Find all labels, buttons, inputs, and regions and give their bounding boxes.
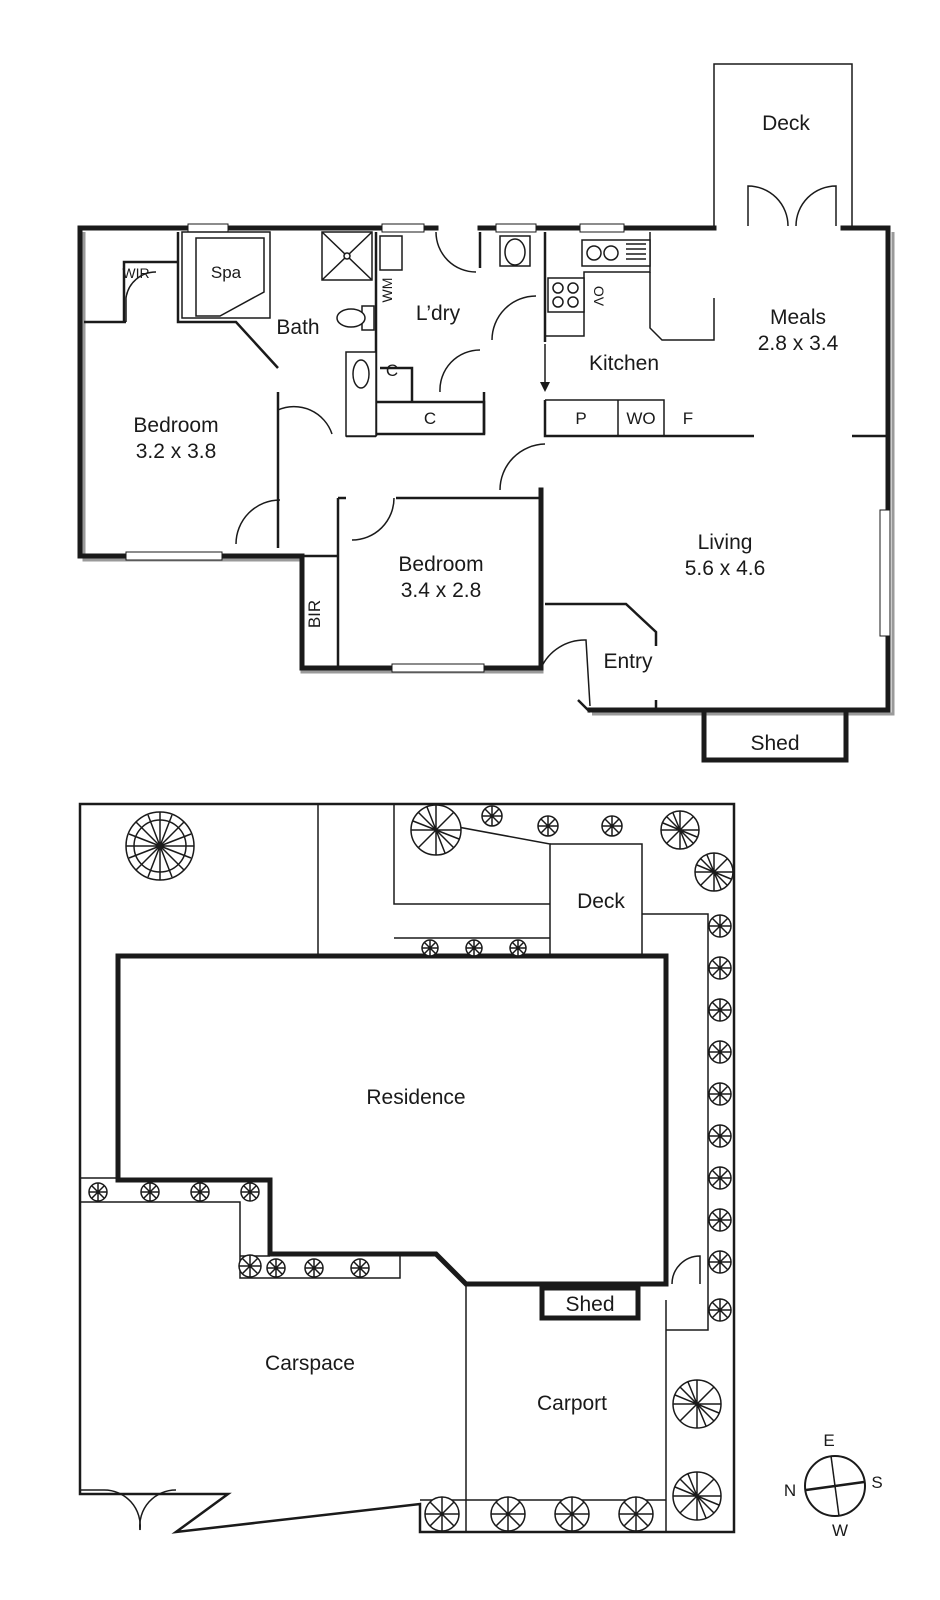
site-plan: Deck Residence Shed Carspace Carport — [78, 802, 736, 1534]
small-shrubs — [88, 805, 732, 1322]
laundry-label: L’dry — [416, 302, 461, 325]
entry-label: Entry — [603, 650, 653, 673]
bedroom1-label: Bedroom — [133, 414, 218, 437]
shrub — [708, 956, 732, 980]
compass-n: N — [784, 1481, 796, 1500]
bedroom2-size: 3.4 x 2.8 — [401, 579, 482, 602]
shed-box — [701, 711, 849, 763]
compass-w: W — [832, 1521, 848, 1540]
shrub — [537, 815, 559, 837]
shrub — [708, 1082, 732, 1106]
site-lines — [80, 804, 709, 1532]
shrub — [240, 1182, 260, 1202]
shrub — [190, 1182, 210, 1202]
tree — [660, 810, 700, 850]
oven-label: OV — [591, 286, 607, 307]
tree — [410, 804, 462, 856]
bath-label: Bath — [276, 316, 319, 339]
shrub — [140, 1182, 160, 1202]
site-shed — [539, 1285, 641, 1321]
shrub — [350, 1258, 370, 1278]
cupboard-small-label: C — [386, 361, 398, 380]
compass: E S W N — [784, 1431, 883, 1540]
shrub — [481, 805, 503, 827]
compass-s: S — [871, 1473, 882, 1492]
shrub — [708, 998, 732, 1022]
shrub — [708, 1298, 732, 1322]
site-boundary — [78, 802, 736, 1534]
tree — [618, 1496, 654, 1532]
carport-label: Carport — [537, 1392, 607, 1415]
shrub — [88, 1182, 108, 1202]
shrub — [708, 1124, 732, 1148]
living-size: 5.6 x 4.6 — [685, 557, 766, 580]
living-label: Living — [698, 531, 753, 554]
shrub — [708, 1208, 732, 1232]
shrub — [509, 939, 527, 957]
tree — [672, 1471, 722, 1521]
tree — [125, 811, 195, 881]
wir-label: WIR — [122, 265, 149, 281]
bir-label: BIR — [305, 600, 324, 628]
compass-e: E — [823, 1431, 834, 1450]
shrub — [601, 815, 623, 837]
wall-oven-label: WO — [626, 409, 655, 428]
tree — [694, 852, 734, 892]
tree — [672, 1379, 722, 1429]
bedroom1-size: 3.2 x 3.8 — [136, 440, 217, 463]
shrub — [304, 1258, 324, 1278]
tree — [490, 1496, 526, 1532]
large-trees — [125, 804, 734, 1532]
pantry-label: P — [575, 409, 586, 428]
shrub — [708, 1250, 732, 1274]
site-deck-label: Deck — [577, 890, 625, 913]
shrub — [421, 939, 439, 957]
spa-label: Spa — [211, 263, 242, 282]
meals-label: Meals — [770, 306, 826, 329]
shrub — [708, 1040, 732, 1064]
tree — [424, 1496, 460, 1532]
site-shed-label: Shed — [565, 1293, 614, 1316]
residence-outline — [115, 953, 669, 1287]
wm-label: WM — [379, 278, 395, 303]
interior-walls — [84, 231, 888, 713]
bedroom2-label: Bedroom — [398, 553, 483, 576]
meals-size: 2.8 x 3.4 — [758, 332, 839, 355]
cupboard-long-label: C — [424, 409, 436, 428]
shrub — [708, 914, 732, 938]
tree — [554, 1496, 590, 1532]
kitchen-label: Kitchen — [589, 352, 659, 375]
shrub — [708, 1166, 732, 1190]
shed-label: Shed — [750, 732, 799, 755]
shrub — [238, 1254, 262, 1278]
deck-structure — [713, 63, 853, 227]
shrub — [465, 939, 483, 957]
fridge-label: F — [683, 409, 693, 428]
shrub — [266, 1258, 286, 1278]
deck-label: Deck — [762, 112, 810, 135]
residence-label: Residence — [366, 1086, 465, 1109]
carspace-label: Carspace — [265, 1352, 355, 1375]
floor-plan: Deck Spa WIR Bath WM L’dry C C Kitchen O… — [77, 63, 895, 763]
windows — [125, 223, 891, 673]
